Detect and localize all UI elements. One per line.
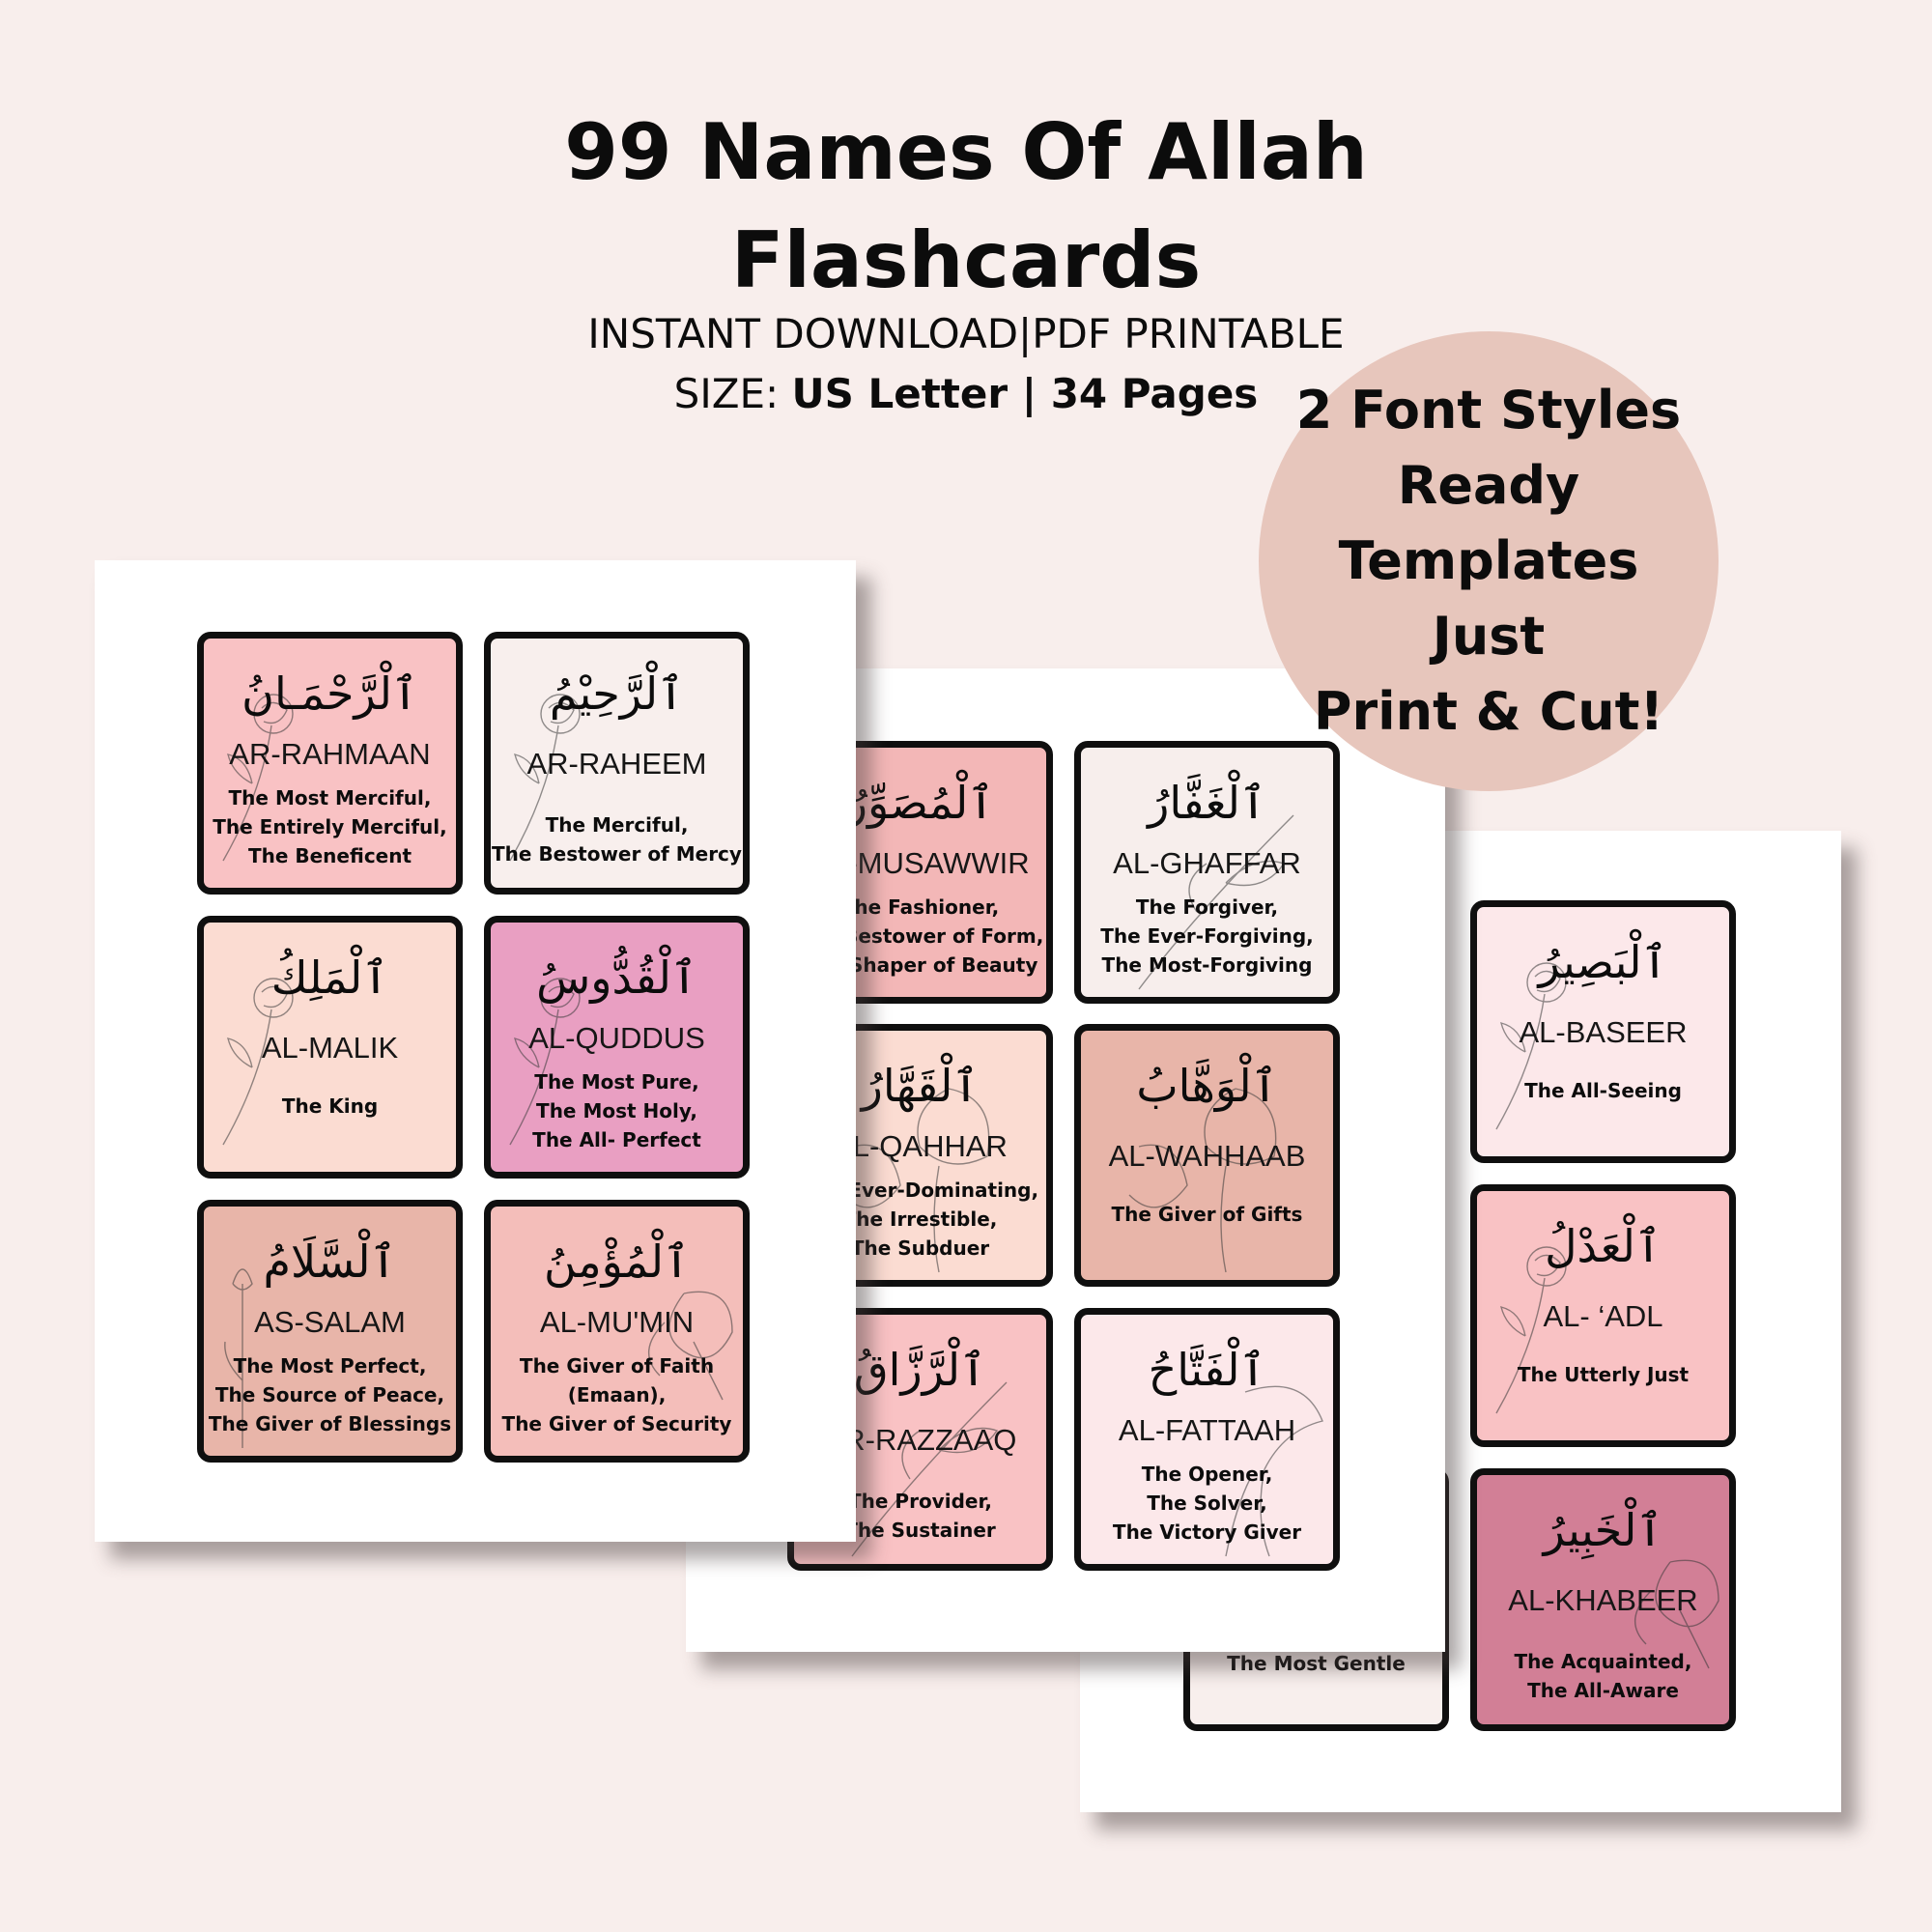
flashcard: ٱلْغَفَّارُ AL-GHAFFAR The Forgiver, The E… [1074,741,1340,1004]
card-meaning: The Forgiver, The Ever-Forgiving, The Mo… [1100,895,1314,977]
card-meaning: The Merciful, The Bestower of Mercy [492,813,742,866]
card-transliteration: AL-GHAFFAR [1113,846,1301,880]
card-arabic-name: ٱلْخَبِيرُ [1543,1504,1663,1556]
flashcard: ٱلْمَلِكُ AL-MALIK The King [197,916,463,1179]
card-meaning: The Most Pure, The Most Holy, The All- P… [532,1070,701,1151]
card-meaning: The Most Merciful, The Entirely Merciful… [213,786,447,867]
card-arabic-name: ٱلْقُدُّوسُ [536,952,697,1004]
card-arabic-name: ٱلْمَلِكُ [270,952,389,1004]
card-transliteration: AL-BASEER [1519,1015,1688,1049]
flashcard: ٱلْوَهَّابُ AL-WAHHAAB The Giver of Gifts [1074,1024,1340,1287]
card-arabic-name: ٱلْقَهَّارُ [861,1060,980,1112]
card-meaning: The Giver of Gifts [1111,1203,1303,1226]
card-meaning: The King [281,1094,379,1118]
badge-line-1: 2 Font Styles [1295,380,1682,440]
card-transliteration: AL-KHABEER [1508,1583,1698,1617]
badge-line-2: Ready Templates [1338,455,1639,591]
card-arabic-name: ٱلْعَدْلُ [1545,1220,1662,1272]
flashcard: ٱلْرَّحْمَـانُ AR-RAHMAAN The Most Mercifu… [197,632,463,895]
card-arabic-name: ٱلْمُصَوِّرُ [845,777,995,829]
title-line-2: Flashcards [730,215,1202,305]
card-meaning: The Giver of Faith (Emaan), The Giver of… [501,1354,732,1435]
card-transliteration: AL-WAHHAAB [1108,1139,1306,1173]
size-value: US Letter | 34 Pages [791,370,1259,417]
card-meaning: The Utterly Just [1517,1363,1690,1386]
card-arabic-name: ٱلْرَّحِيْمُ [549,668,685,720]
card-transliteration: AL-QAHHAR [833,1129,1008,1163]
card-transliteration: AR-RAHEEM [526,747,707,781]
flashcard: ٱلْسَّلَامُ AS-SALAM The Most Perfect, The… [197,1200,463,1463]
card-transliteration: AL- ‘ADL [1543,1299,1663,1333]
card-transliteration: AS-SALAM [254,1305,406,1339]
subtitle-download: INSTANT DOWNLOAD|PDF PRINTABLE [587,310,1345,357]
card-transliteration: AL-MALIK [261,1031,399,1065]
card-arabic-name: ٱلْبَصِيرُ [1538,936,1668,988]
title-line-1: 99 Names Of Allah [564,107,1368,197]
card-arabic-name: ٱلْفَتَّاحُ [1148,1344,1266,1396]
page-title: 99 Names Of Allah Flashcards [0,99,1932,315]
size-label: SIZE: [673,370,792,417]
badge-line-3: Just [1432,606,1546,667]
feature-badge: 2 Font Styles Ready Templates Just Print… [1259,331,1719,791]
card-meaning: The Opener, The Solver, The Victory Give… [1112,1463,1302,1544]
card-arabic-name: ٱلْمُؤْمِنُ [544,1236,690,1288]
card-meaning: The Acquainted, The All-Aware [1514,1650,1692,1702]
card-arabic-name: ٱلْوَهَّابُ [1136,1060,1278,1112]
badge-line-4: Print & Cut! [1313,681,1664,742]
flashcard: ٱلْمُؤْمِنُ AL-MU'MIN The Giver of Faith (… [484,1200,750,1463]
flashcard: ٱلْعَدْلُ AL- ‘ADL The Utterly Just [1470,1184,1736,1447]
card-meaning: The Most Perfect, The Source of Peace, T… [208,1354,452,1435]
flashcard: ٱلْخَبِيرُ AL-KHABEER The Acquainted, The … [1470,1468,1736,1731]
card-transliteration: AL-MU'MIN [539,1305,695,1339]
card-arabic-name: ٱلْرَّحْمَـانُ [242,668,418,720]
sheet-left: ٱلْرَّحْمَـانُ AR-RAHMAAN The Most Mercifu… [95,560,856,1542]
card-transliteration: AL-QUDDUS [528,1021,705,1055]
card-arabic-name: ٱلْغَفَّارُ [1148,777,1266,829]
card-meaning: The All-Seeing [1524,1079,1682,1102]
flashcard: ٱلْفَتَّاحُ AL-FATTAAH The Opener, The Sol… [1074,1308,1340,1571]
card-transliteration: AL-FATTAAH [1118,1413,1296,1447]
flashcard: ٱلْقُدُّوسُ AL-QUDDUS The Most Pure, The M… [484,916,750,1179]
card-arabic-name: ٱلْسَّلَامُ [263,1236,397,1288]
card-transliteration: AR-RAHMAAN [229,737,431,771]
card-arabic-name: ٱلْرَّزَّاقُ [853,1344,987,1396]
flashcard: ٱلْبَصِيرُ AL-BASEER The All-Seeing [1470,900,1736,1163]
flashcard: ٱلْرَّحِيْمُ AR-RAHEEM The Merciful, The B… [484,632,750,895]
subtitle-size: SIZE: US Letter | 34 Pages [0,367,1932,421]
